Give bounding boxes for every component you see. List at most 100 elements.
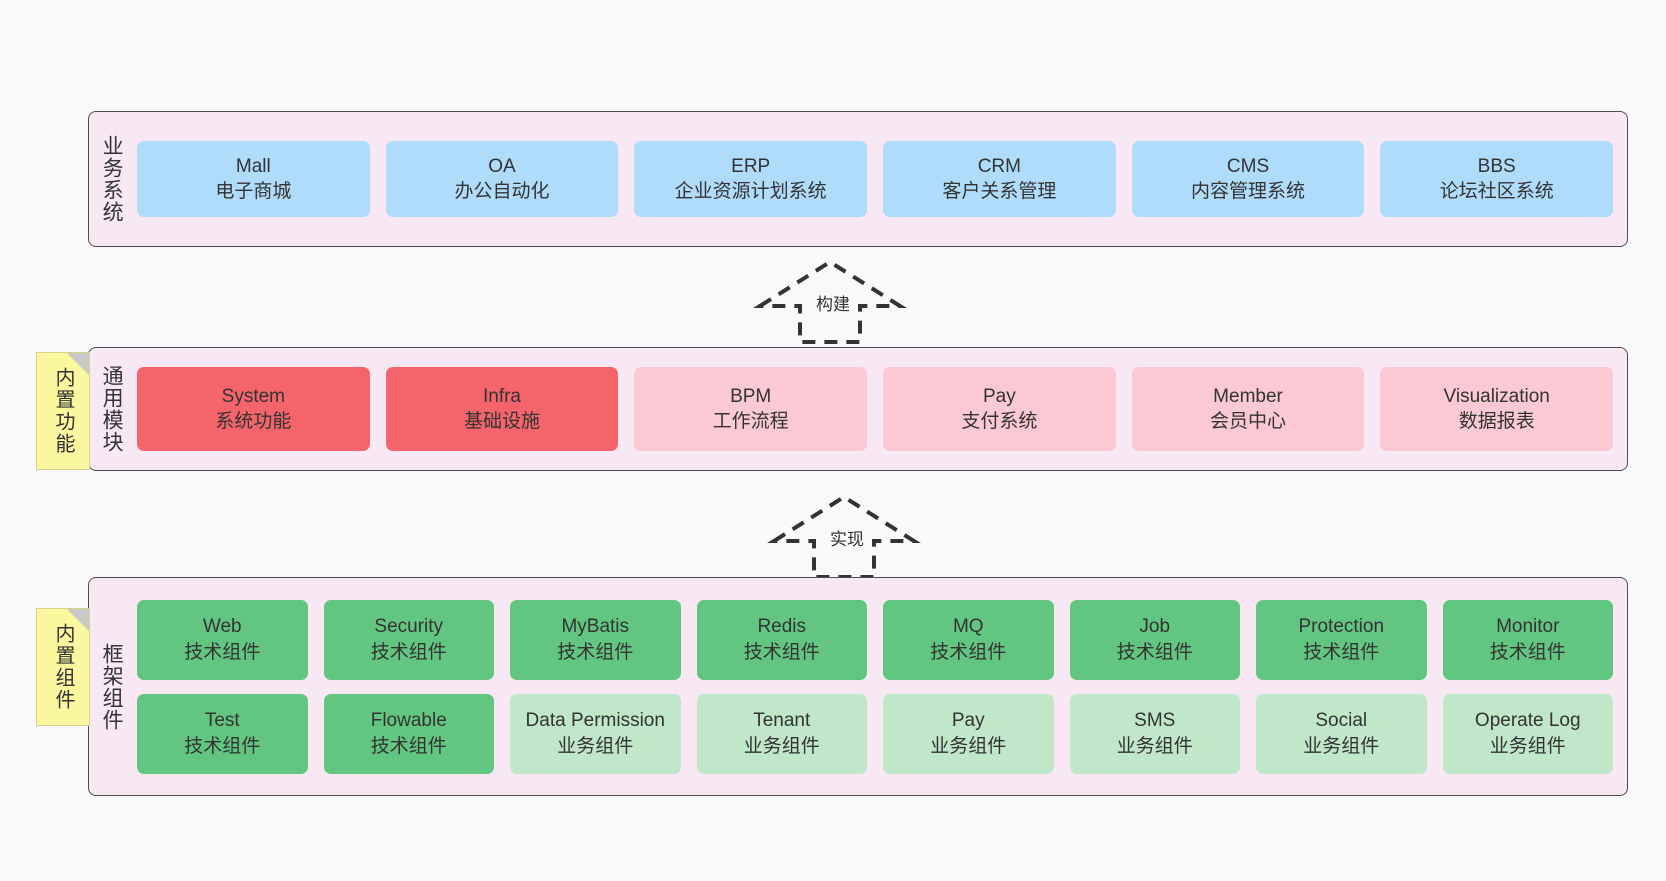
card-pay-component-en: Pay <box>951 710 985 732</box>
card-crm[interactable]: CRM 客户关系管理 <box>883 141 1116 217</box>
card-infra-en: Infra <box>482 385 522 407</box>
card-redis-cn: 技术组件 <box>743 641 820 663</box>
card-mall[interactable]: Mall 电子商城 <box>137 141 370 217</box>
modules-row: System 系统功能 Infra 基础设施 BPM 工作流程 Pay 支付系统… <box>137 367 1614 451</box>
card-data-permission[interactable]: Data Permission 业务组件 <box>510 693 681 774</box>
card-member-cn: 会员中心 <box>1210 411 1287 432</box>
card-monitor-cn: 技术组件 <box>1489 641 1566 663</box>
card-infra-cn: 基础设施 <box>464 411 541 432</box>
card-redis-en: Redis <box>757 616 807 638</box>
layer-framework-title: 框架组件 <box>100 642 124 731</box>
card-protection[interactable]: Protection 技术组件 <box>1256 599 1427 680</box>
arrow-implement: 实现 <box>767 493 921 581</box>
card-pay-module-en: Pay <box>982 385 1016 407</box>
card-cms-cn: 内容管理系统 <box>1191 181 1306 202</box>
card-monitor[interactable]: Monitor 技术组件 <box>1442 599 1613 680</box>
card-visualization[interactable]: Visualization 数据报表 <box>1380 367 1614 451</box>
card-social-en: Social <box>1315 710 1368 732</box>
card-infra[interactable]: Infra 基础设施 <box>385 367 619 451</box>
card-pay-component[interactable]: Pay 业务组件 <box>883 693 1054 774</box>
layer-framework-body: Web 技术组件 Security 技术组件 MyBatis 技术组件 Redi… <box>133 578 1627 795</box>
card-member-en: Member <box>1213 385 1283 407</box>
note-fold-corner-icon <box>67 609 89 631</box>
card-crm-en: CRM <box>977 155 1021 177</box>
card-erp-cn: 企业资源计划系统 <box>674 181 827 202</box>
business-row: Mall 电子商城 OA 办公自动化 ERP 企业资源计划系统 CRM 客户关系… <box>137 141 1614 217</box>
arrow-build-icon <box>753 259 907 344</box>
layer-business-body: Mall 电子商城 OA 办公自动化 ERP 企业资源计划系统 CRM 客户关系… <box>133 112 1627 246</box>
card-system-cn: 系统功能 <box>215 411 292 432</box>
card-web-cn: 技术组件 <box>184 641 261 663</box>
card-mq[interactable]: MQ 技术组件 <box>883 599 1054 680</box>
card-web[interactable]: Web 技术组件 <box>137 599 308 680</box>
card-oa-cn: 办公自动化 <box>454 181 550 202</box>
card-erp[interactable]: ERP 企业资源计划系统 <box>634 141 868 217</box>
card-oa[interactable]: OA 办公自动化 <box>385 141 619 217</box>
card-system[interactable]: System 系统功能 <box>137 367 370 451</box>
card-operate-log-cn: 业务组件 <box>1489 735 1566 757</box>
card-tenant-en: Tenant <box>753 710 811 732</box>
card-mall-en: Mall <box>235 155 271 177</box>
card-operate-log[interactable]: Operate Log 业务组件 <box>1442 693 1613 774</box>
card-flowable-cn: 技术组件 <box>370 735 447 757</box>
note-fold-corner-icon <box>67 353 89 375</box>
card-operate-log-en: Operate Log <box>1474 710 1581 732</box>
arrow-implement-label: 实现 <box>830 530 864 549</box>
card-mq-en: MQ <box>952 616 984 638</box>
card-mybatis[interactable]: MyBatis 技术组件 <box>510 599 681 680</box>
card-mybatis-en: MyBatis <box>561 616 630 638</box>
card-bpm-cn: 工作流程 <box>712 411 789 432</box>
card-pay-module[interactable]: Pay 支付系统 <box>883 367 1116 451</box>
card-test-cn: 技术组件 <box>184 735 261 757</box>
card-mq-cn: 技术组件 <box>930 641 1007 663</box>
card-oa-en: OA <box>488 155 516 177</box>
layer-business-title: 业务系统 <box>100 135 124 223</box>
card-tenant[interactable]: Tenant 业务组件 <box>696 693 867 774</box>
card-data-permission-cn: 业务组件 <box>557 735 634 757</box>
card-flowable[interactable]: Flowable 技术组件 <box>323 693 494 774</box>
card-bpm[interactable]: BPM 工作流程 <box>634 367 868 451</box>
card-cms-en: CMS <box>1226 155 1270 177</box>
card-redis[interactable]: Redis 技术组件 <box>696 599 867 680</box>
card-mall-cn: 电子商城 <box>215 181 292 202</box>
layer-framework-components: 框架组件 Web 技术组件 Security 技术组件 MyBatis 技术组件… <box>88 577 1628 796</box>
layer-common-modules: 通用模块 System 系统功能 Infra 基础设施 BPM 工作流程 Pay… <box>88 347 1628 471</box>
card-sms-en: SMS <box>1134 710 1176 732</box>
card-bbs-cn: 论坛社区系统 <box>1439 181 1554 202</box>
card-social[interactable]: Social 业务组件 <box>1256 693 1427 774</box>
card-bbs[interactable]: BBS 论坛社区系统 <box>1380 141 1614 217</box>
framework-row-business: Test 技术组件 Flowable 技术组件 Data Permission … <box>137 693 1613 774</box>
card-test-en: Test <box>204 710 240 732</box>
card-social-cn: 业务组件 <box>1303 735 1380 757</box>
card-web-en: Web <box>202 616 242 638</box>
card-bpm-en: BPM <box>730 385 772 407</box>
arrow-build-label: 构建 <box>816 295 850 314</box>
card-flowable-en: Flowable <box>370 710 447 732</box>
card-tenant-cn: 业务组件 <box>743 735 820 757</box>
card-sms[interactable]: SMS 业务组件 <box>1069 693 1240 774</box>
note-builtin-functions-label: 内置功能 <box>52 367 74 455</box>
card-cms[interactable]: CMS 内容管理系统 <box>1131 141 1365 217</box>
card-job[interactable]: Job 技术组件 <box>1069 599 1240 680</box>
arrow-build: 构建 <box>753 258 907 346</box>
note-builtin-components-label: 内置组件 <box>52 623 74 711</box>
card-test[interactable]: Test 技术组件 <box>137 693 308 774</box>
card-protection-en: Protection <box>1298 616 1385 638</box>
card-security[interactable]: Security 技术组件 <box>323 599 494 680</box>
framework-row-tech: Web 技术组件 Security 技术组件 MyBatis 技术组件 Redi… <box>137 599 1613 680</box>
card-sms-cn: 业务组件 <box>1116 735 1193 757</box>
card-data-permission-en: Data Permission <box>525 710 665 732</box>
card-member[interactable]: Member 会员中心 <box>1131 367 1365 451</box>
layer-modules-title: 通用模块 <box>100 365 124 453</box>
card-job-en: Job <box>1139 616 1171 638</box>
card-monitor-en: Monitor <box>1496 616 1560 638</box>
card-mybatis-cn: 技术组件 <box>557 641 634 663</box>
card-protection-cn: 技术组件 <box>1303 641 1380 663</box>
card-visualization-cn: 数据报表 <box>1458 411 1535 432</box>
card-job-cn: 技术组件 <box>1116 641 1193 663</box>
note-builtin-components: 内置组件 <box>36 608 90 726</box>
card-crm-cn: 客户关系管理 <box>942 181 1057 202</box>
card-pay-component-cn: 业务组件 <box>930 735 1007 757</box>
card-erp-en: ERP <box>731 155 771 177</box>
arrow-implement-icon <box>767 494 921 579</box>
